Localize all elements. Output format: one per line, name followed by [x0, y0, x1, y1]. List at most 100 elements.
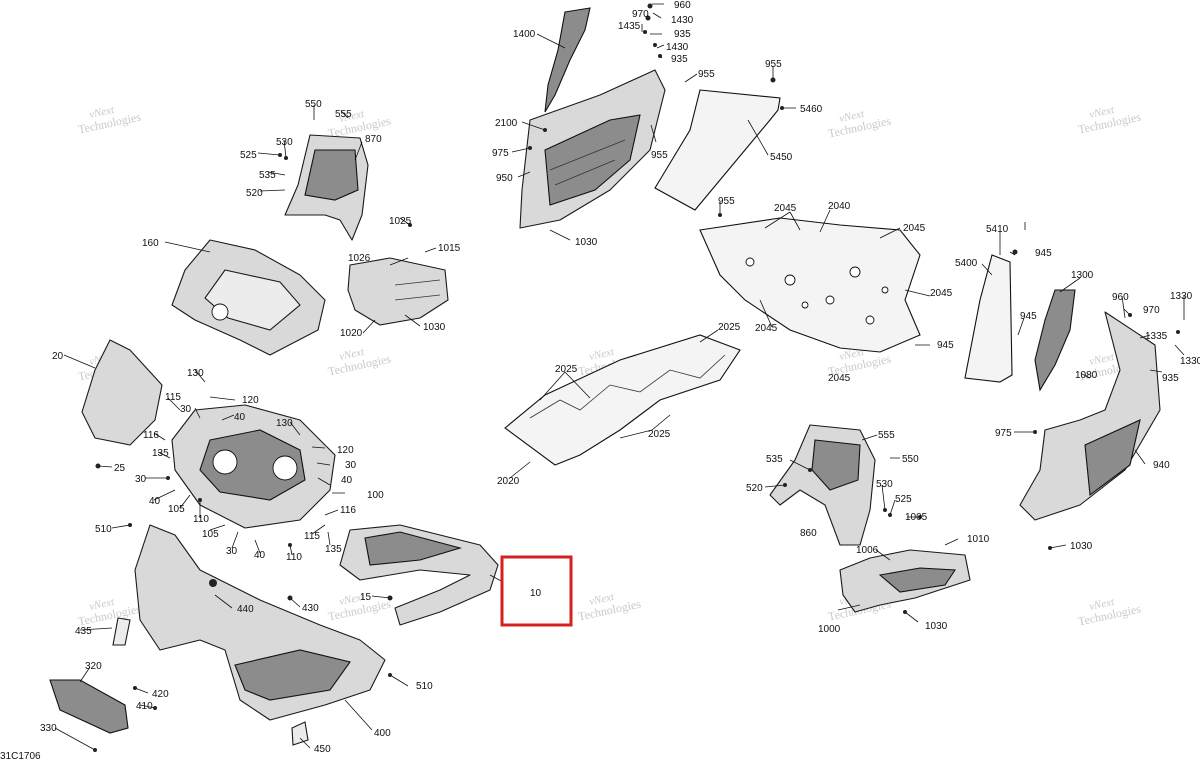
callout-100[interactable]: 100 — [367, 490, 384, 501]
callout-940[interactable]: 940 — [1153, 460, 1170, 471]
callout-5410[interactable]: 5410 — [986, 224, 1009, 235]
callout-40[interactable]: 40 — [234, 412, 246, 423]
callout-1300[interactable]: 1300 — [1071, 270, 1094, 281]
callout-2025[interactable]: 2025 — [648, 429, 671, 440]
callout-535[interactable]: 535 — [766, 454, 783, 465]
callout-870[interactable]: 870 — [365, 134, 382, 145]
callout-2045[interactable]: 2045 — [755, 323, 778, 334]
callout-40[interactable]: 40 — [149, 496, 161, 507]
callout-975[interactable]: 975 — [492, 148, 509, 159]
callout-935[interactable]: 935 — [671, 54, 688, 65]
callout-945[interactable]: 945 — [937, 340, 954, 351]
callout-955[interactable]: 955 — [698, 69, 715, 80]
callout-120[interactable]: 120 — [242, 395, 259, 406]
callout-510[interactable]: 510 — [95, 524, 112, 535]
callout-525[interactable]: 525 — [240, 150, 257, 161]
callout-105[interactable]: 105 — [168, 504, 185, 515]
callout-5450[interactable]: 5450 — [770, 152, 793, 163]
callout-1430[interactable]: 1430 — [666, 42, 689, 53]
callout-945[interactable]: 945 — [1035, 248, 1052, 259]
callout-435[interactable]: 435 — [75, 626, 92, 637]
callout-20[interactable]: 20 — [52, 351, 64, 362]
callout-410[interactable]: 410 — [136, 701, 153, 712]
callout-430[interactable]: 430 — [302, 603, 319, 614]
callout-1000[interactable]: 1000 — [818, 624, 841, 635]
callout-2040[interactable]: 2040 — [828, 201, 851, 212]
callout-555[interactable]: 555 — [335, 109, 352, 120]
callout-160[interactable]: 160 — [142, 238, 159, 249]
callout-1030[interactable]: 1030 — [423, 322, 446, 333]
callout-135[interactable]: 135 — [325, 544, 342, 555]
callout-1010[interactable]: 1010 — [967, 534, 990, 545]
callout-116[interactable]: 116 — [340, 505, 356, 516]
callout-1005[interactable]: 1005 — [905, 512, 928, 523]
callout-116[interactable]: 116 — [143, 430, 159, 441]
callout-945[interactable]: 945 — [1020, 311, 1037, 322]
callout-530[interactable]: 530 — [276, 137, 293, 148]
callout-105[interactable]: 105 — [202, 529, 219, 540]
callout-1006[interactable]: 1006 — [856, 545, 879, 556]
callout-955[interactable]: 955 — [651, 150, 668, 161]
callout-2025[interactable]: 2025 — [718, 322, 741, 333]
callout-2025[interactable]: 2025 — [555, 364, 578, 375]
highlight-box[interactable] — [500, 555, 573, 627]
callout-1330[interactable]: 1330 — [1170, 291, 1193, 302]
callout-400[interactable]: 400 — [374, 728, 391, 739]
callout-1430[interactable]: 1430 — [671, 15, 694, 26]
callout-955[interactable]: 955 — [765, 59, 782, 70]
callout-975[interactable]: 975 — [995, 428, 1012, 439]
callout-2020[interactable]: 2020 — [497, 476, 520, 487]
callout-520[interactable]: 520 — [246, 188, 263, 199]
callout-2045[interactable]: 2045 — [930, 288, 953, 299]
callout-120[interactable]: 120 — [337, 445, 354, 456]
callout-10-highlighted[interactable]: 10 — [530, 588, 542, 599]
callout-960[interactable]: 960 — [674, 0, 691, 11]
callout-2045[interactable]: 2045 — [774, 203, 797, 214]
callout-450[interactable]: 450 — [314, 744, 331, 755]
callout-420[interactable]: 420 — [152, 689, 169, 700]
callout-30[interactable]: 30 — [135, 474, 147, 485]
callout-40[interactable]: 40 — [254, 550, 266, 561]
callout-115[interactable]: 115 — [165, 392, 181, 403]
callout-2045[interactable]: 2045 — [903, 223, 926, 234]
callout-1025[interactable]: 1025 — [389, 216, 412, 227]
callout-30[interactable]: 30 — [345, 460, 357, 471]
callout-1026[interactable]: 1026 — [348, 253, 371, 264]
callout-5400[interactable]: 5400 — [955, 258, 978, 269]
callout-15[interactable]: 15 — [360, 592, 372, 603]
callout-1030[interactable]: 1030 — [1070, 541, 1093, 552]
callout-135[interactable]: 135 — [152, 448, 169, 459]
callout-1335[interactable]: 1335 — [1145, 331, 1168, 342]
callout-1435[interactable]: 1435 — [618, 21, 641, 32]
callout-1030[interactable]: 1030 — [575, 237, 598, 248]
callout-1330[interactable]: 1330 — [1180, 356, 1200, 367]
callout-550[interactable]: 550 — [902, 454, 919, 465]
callout-860[interactable]: 860 — [800, 528, 817, 539]
callout-1080[interactable]: 1080 — [1075, 370, 1098, 381]
callout-525[interactable]: 525 — [895, 494, 912, 505]
callout-535[interactable]: 535 — [259, 170, 276, 181]
callout-440[interactable]: 440 — [237, 604, 254, 615]
callout-935[interactable]: 935 — [674, 29, 691, 40]
callout-1020[interactable]: 1020 — [340, 328, 363, 339]
callout-320[interactable]: 320 — [85, 661, 102, 672]
callout-330[interactable]: 330 — [40, 723, 57, 734]
callout-2045[interactable]: 2045 — [828, 373, 851, 384]
callout-950[interactable]: 950 — [496, 173, 513, 184]
callout-40[interactable]: 40 — [341, 475, 353, 486]
callout-555[interactable]: 555 — [878, 430, 895, 441]
callout-5460[interactable]: 5460 — [800, 104, 823, 115]
callout-30[interactable]: 30 — [180, 404, 192, 415]
callout-30[interactable]: 30 — [226, 546, 238, 557]
callout-955[interactable]: 955 — [718, 196, 735, 207]
callout-520[interactable]: 520 — [746, 483, 763, 494]
callout-960[interactable]: 960 — [1112, 292, 1129, 303]
callout-530[interactable]: 530 — [876, 479, 893, 490]
callout-110[interactable]: 110 — [286, 552, 302, 563]
callout-935[interactable]: 935 — [1162, 373, 1179, 384]
callout-1015[interactable]: 1015 — [438, 243, 461, 254]
callout-130[interactable]: 130 — [187, 368, 204, 379]
callout-25[interactable]: 25 — [114, 463, 126, 474]
callout-110[interactable]: 110 — [193, 514, 209, 525]
callout-550[interactable]: 550 — [305, 99, 322, 110]
